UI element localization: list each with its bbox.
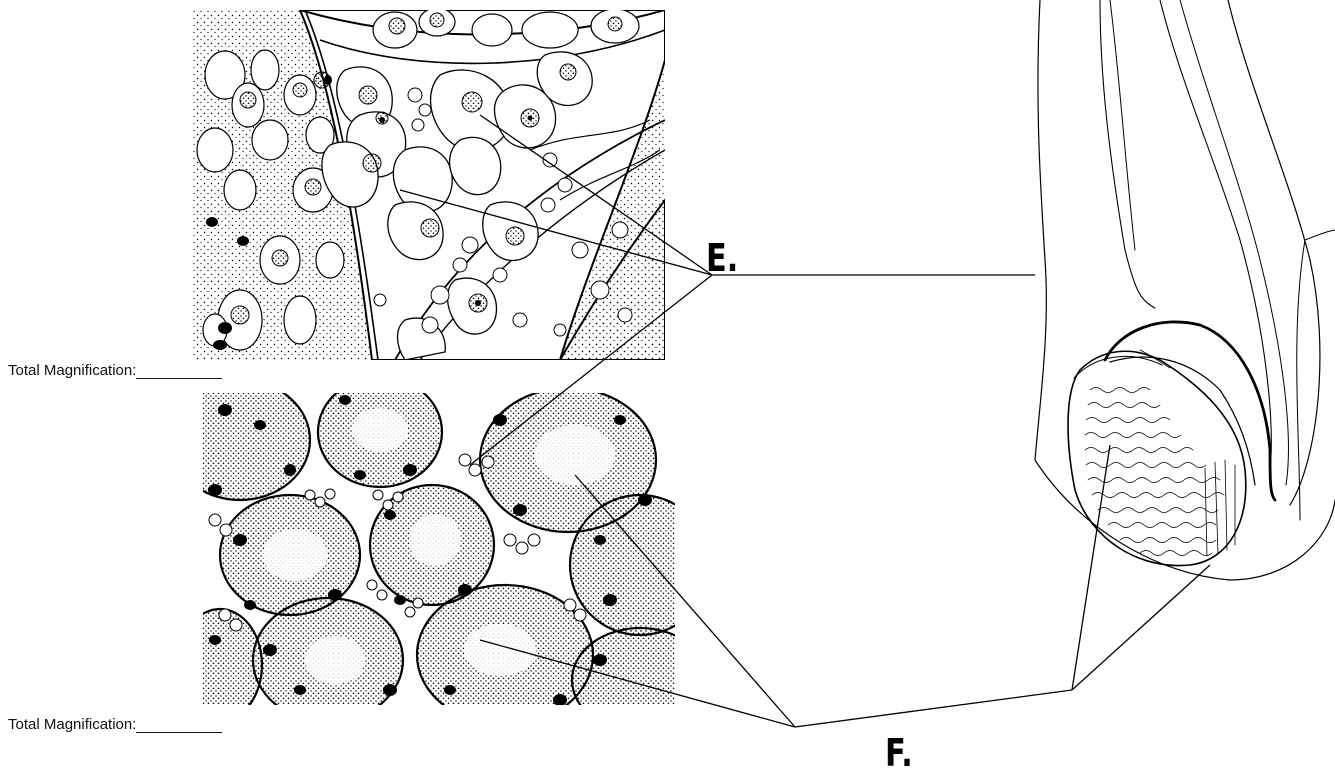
label-f: F. [885, 731, 913, 775]
magnification-blank-top[interactable] [136, 364, 222, 379]
magnification-field-bottom: Total Magnification: [8, 716, 222, 733]
magnification-blank-bottom[interactable] [136, 718, 222, 733]
label-e: E. [706, 236, 738, 280]
magnification-label-top: Total Magnification: [8, 362, 136, 379]
testis-gross-section [1035, 0, 1335, 580]
interstitial-tissue-micrograph [193, 8, 665, 360]
magnification-field-top: Total Magnification: [8, 362, 222, 379]
magnification-label-bottom: Total Magnification: [8, 716, 136, 733]
seminiferous-tubules-micrograph [170, 377, 710, 732]
